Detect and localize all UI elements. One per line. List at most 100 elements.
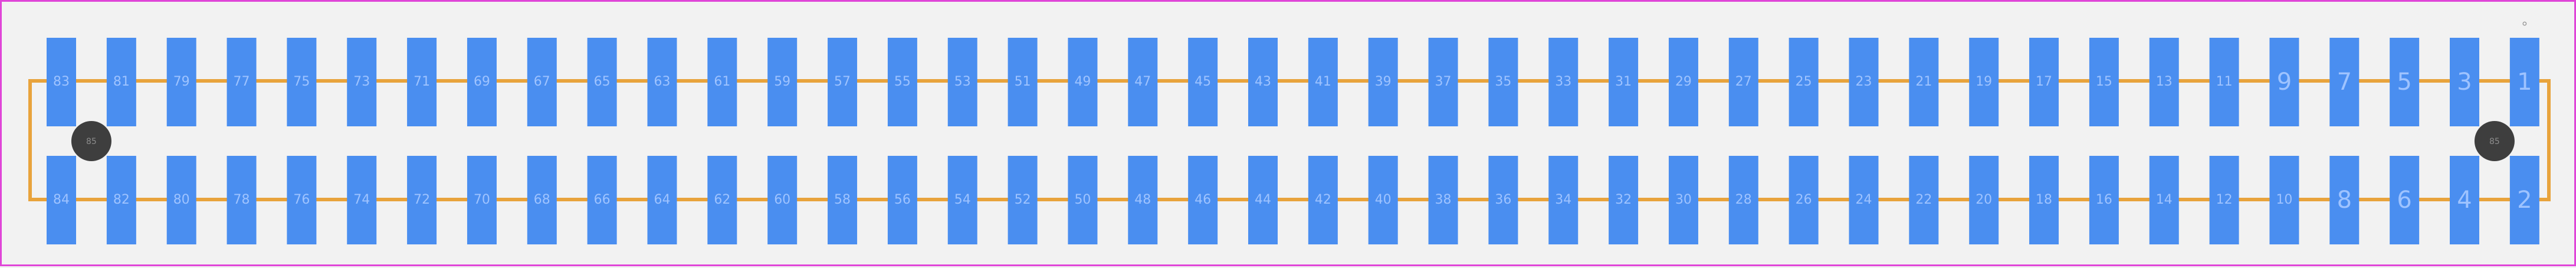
top-row-pad-49: 49	[1068, 38, 1098, 126]
top-row-pad-73: 73	[347, 38, 377, 126]
top-row-pad-55: 55	[887, 38, 917, 126]
pad-label: 11	[2216, 74, 2233, 89]
pad-rect	[1068, 156, 1098, 244]
pad-rect	[106, 38, 136, 126]
top-row-pad-67: 67	[527, 38, 557, 126]
bottom-row-pad-42: 42	[1308, 156, 1338, 244]
pad-label: 71	[414, 74, 430, 89]
pad-rect	[2509, 38, 2539, 126]
pad-label: 4	[2457, 187, 2472, 214]
pad-label: 53	[954, 74, 971, 89]
pad-label: 61	[714, 74, 730, 89]
top-row-pad-37: 37	[1428, 38, 1458, 126]
pad-label: 40	[1375, 192, 1392, 207]
pad-label: 82	[113, 192, 130, 207]
pad-label: 30	[1675, 192, 1692, 207]
bottom-row-pad-70: 70	[467, 156, 497, 244]
top-row-pad-39: 39	[1368, 38, 1398, 126]
pad-label: 74	[353, 192, 370, 207]
pad-label: 72	[414, 192, 430, 207]
pad-rect	[2209, 38, 2239, 126]
pad-rect	[947, 38, 977, 126]
bottom-row-pad-6: 6	[2390, 156, 2420, 244]
pad-rect	[1849, 156, 1879, 244]
pad-rect	[707, 38, 737, 126]
top-row-pad-13: 13	[2149, 38, 2179, 126]
pad-rect	[1308, 38, 1338, 126]
pad-label: 68	[534, 192, 550, 207]
pin1-marker: °	[2521, 20, 2528, 35]
pad-label: 79	[173, 74, 190, 89]
pad-rect	[1609, 156, 1639, 244]
pad-rect	[527, 38, 557, 126]
pad-rect	[647, 38, 677, 126]
pad-rect	[887, 156, 917, 244]
pad-label: 66	[594, 192, 611, 207]
pad-label: 35	[1495, 74, 1511, 89]
bottom-row-pad-56: 56	[887, 156, 917, 244]
pad-rect	[2029, 156, 2059, 244]
pad-label: 6	[2397, 187, 2411, 214]
bottom-row-pad-66: 66	[587, 156, 617, 244]
bottom-row-pad-26: 26	[1789, 156, 1819, 244]
pad-label: 26	[1796, 192, 1812, 207]
bottom-row-pad-60: 60	[767, 156, 798, 244]
pad-label: 65	[594, 74, 611, 89]
top-row-pad-43: 43	[1248, 38, 1278, 126]
pad-label: 76	[293, 192, 310, 207]
pad-label: 21	[1915, 74, 1932, 89]
pad-rect	[1368, 38, 1398, 126]
pad-rect	[707, 156, 737, 244]
pad-label: 69	[474, 74, 490, 89]
pad-rect	[1668, 156, 1698, 244]
pad-rect	[1128, 156, 1158, 244]
pad-label: 17	[2036, 74, 2052, 89]
pad-rect	[227, 38, 257, 126]
pad-rect	[47, 38, 76, 126]
pad-rect	[587, 156, 617, 244]
top-row-pad-25: 25	[1789, 38, 1819, 126]
pad-label: 54	[954, 192, 971, 207]
pad-rect	[1008, 156, 1038, 244]
pad-rect	[1428, 38, 1458, 126]
pad-label: 80	[173, 192, 190, 207]
pad-rect	[1609, 38, 1639, 126]
pad-rect	[1308, 156, 1338, 244]
pad-rect	[47, 156, 76, 244]
bottom-row-pad-36: 36	[1488, 156, 1518, 244]
pad-label: 23	[1856, 74, 1872, 89]
pad-rect	[467, 156, 497, 244]
bottom-row-pad-12: 12	[2209, 156, 2239, 244]
bottom-row-pad-64: 64	[647, 156, 677, 244]
pad-label: 78	[234, 192, 250, 207]
mounting-hole-circle	[2474, 121, 2515, 161]
pad-rect	[527, 156, 557, 244]
top-row-pad-27: 27	[1728, 38, 1758, 126]
pad-rect	[1668, 38, 1698, 126]
pad-rect	[1368, 156, 1398, 244]
pad-rect	[587, 38, 617, 126]
pad-rect	[407, 156, 437, 244]
bottom-row-pad-52: 52	[1008, 156, 1038, 244]
pad-rect	[1849, 38, 1879, 126]
pad-rect	[828, 38, 858, 126]
pad-rect	[1548, 38, 1579, 126]
pad-label: 8	[2337, 187, 2352, 214]
pad-rect	[647, 156, 677, 244]
pad-label: 27	[1735, 74, 1752, 89]
bottom-row-pad-28: 28	[1728, 156, 1758, 244]
pad-label: 18	[2036, 192, 2052, 207]
top-row-pad-69: 69	[467, 38, 497, 126]
top-row-pad-31: 31	[1609, 38, 1639, 126]
pad-rect	[1008, 38, 1038, 126]
top-row-pad-11: 11	[2209, 38, 2239, 126]
pad-rect	[1969, 156, 1999, 244]
pad-rect	[166, 156, 196, 244]
mounting-hole-label: 85	[86, 137, 97, 146]
bottom-row-pad-68: 68	[527, 156, 557, 244]
top-row-pad-15: 15	[2089, 38, 2119, 126]
bottom-row-pad-76: 76	[287, 156, 317, 244]
